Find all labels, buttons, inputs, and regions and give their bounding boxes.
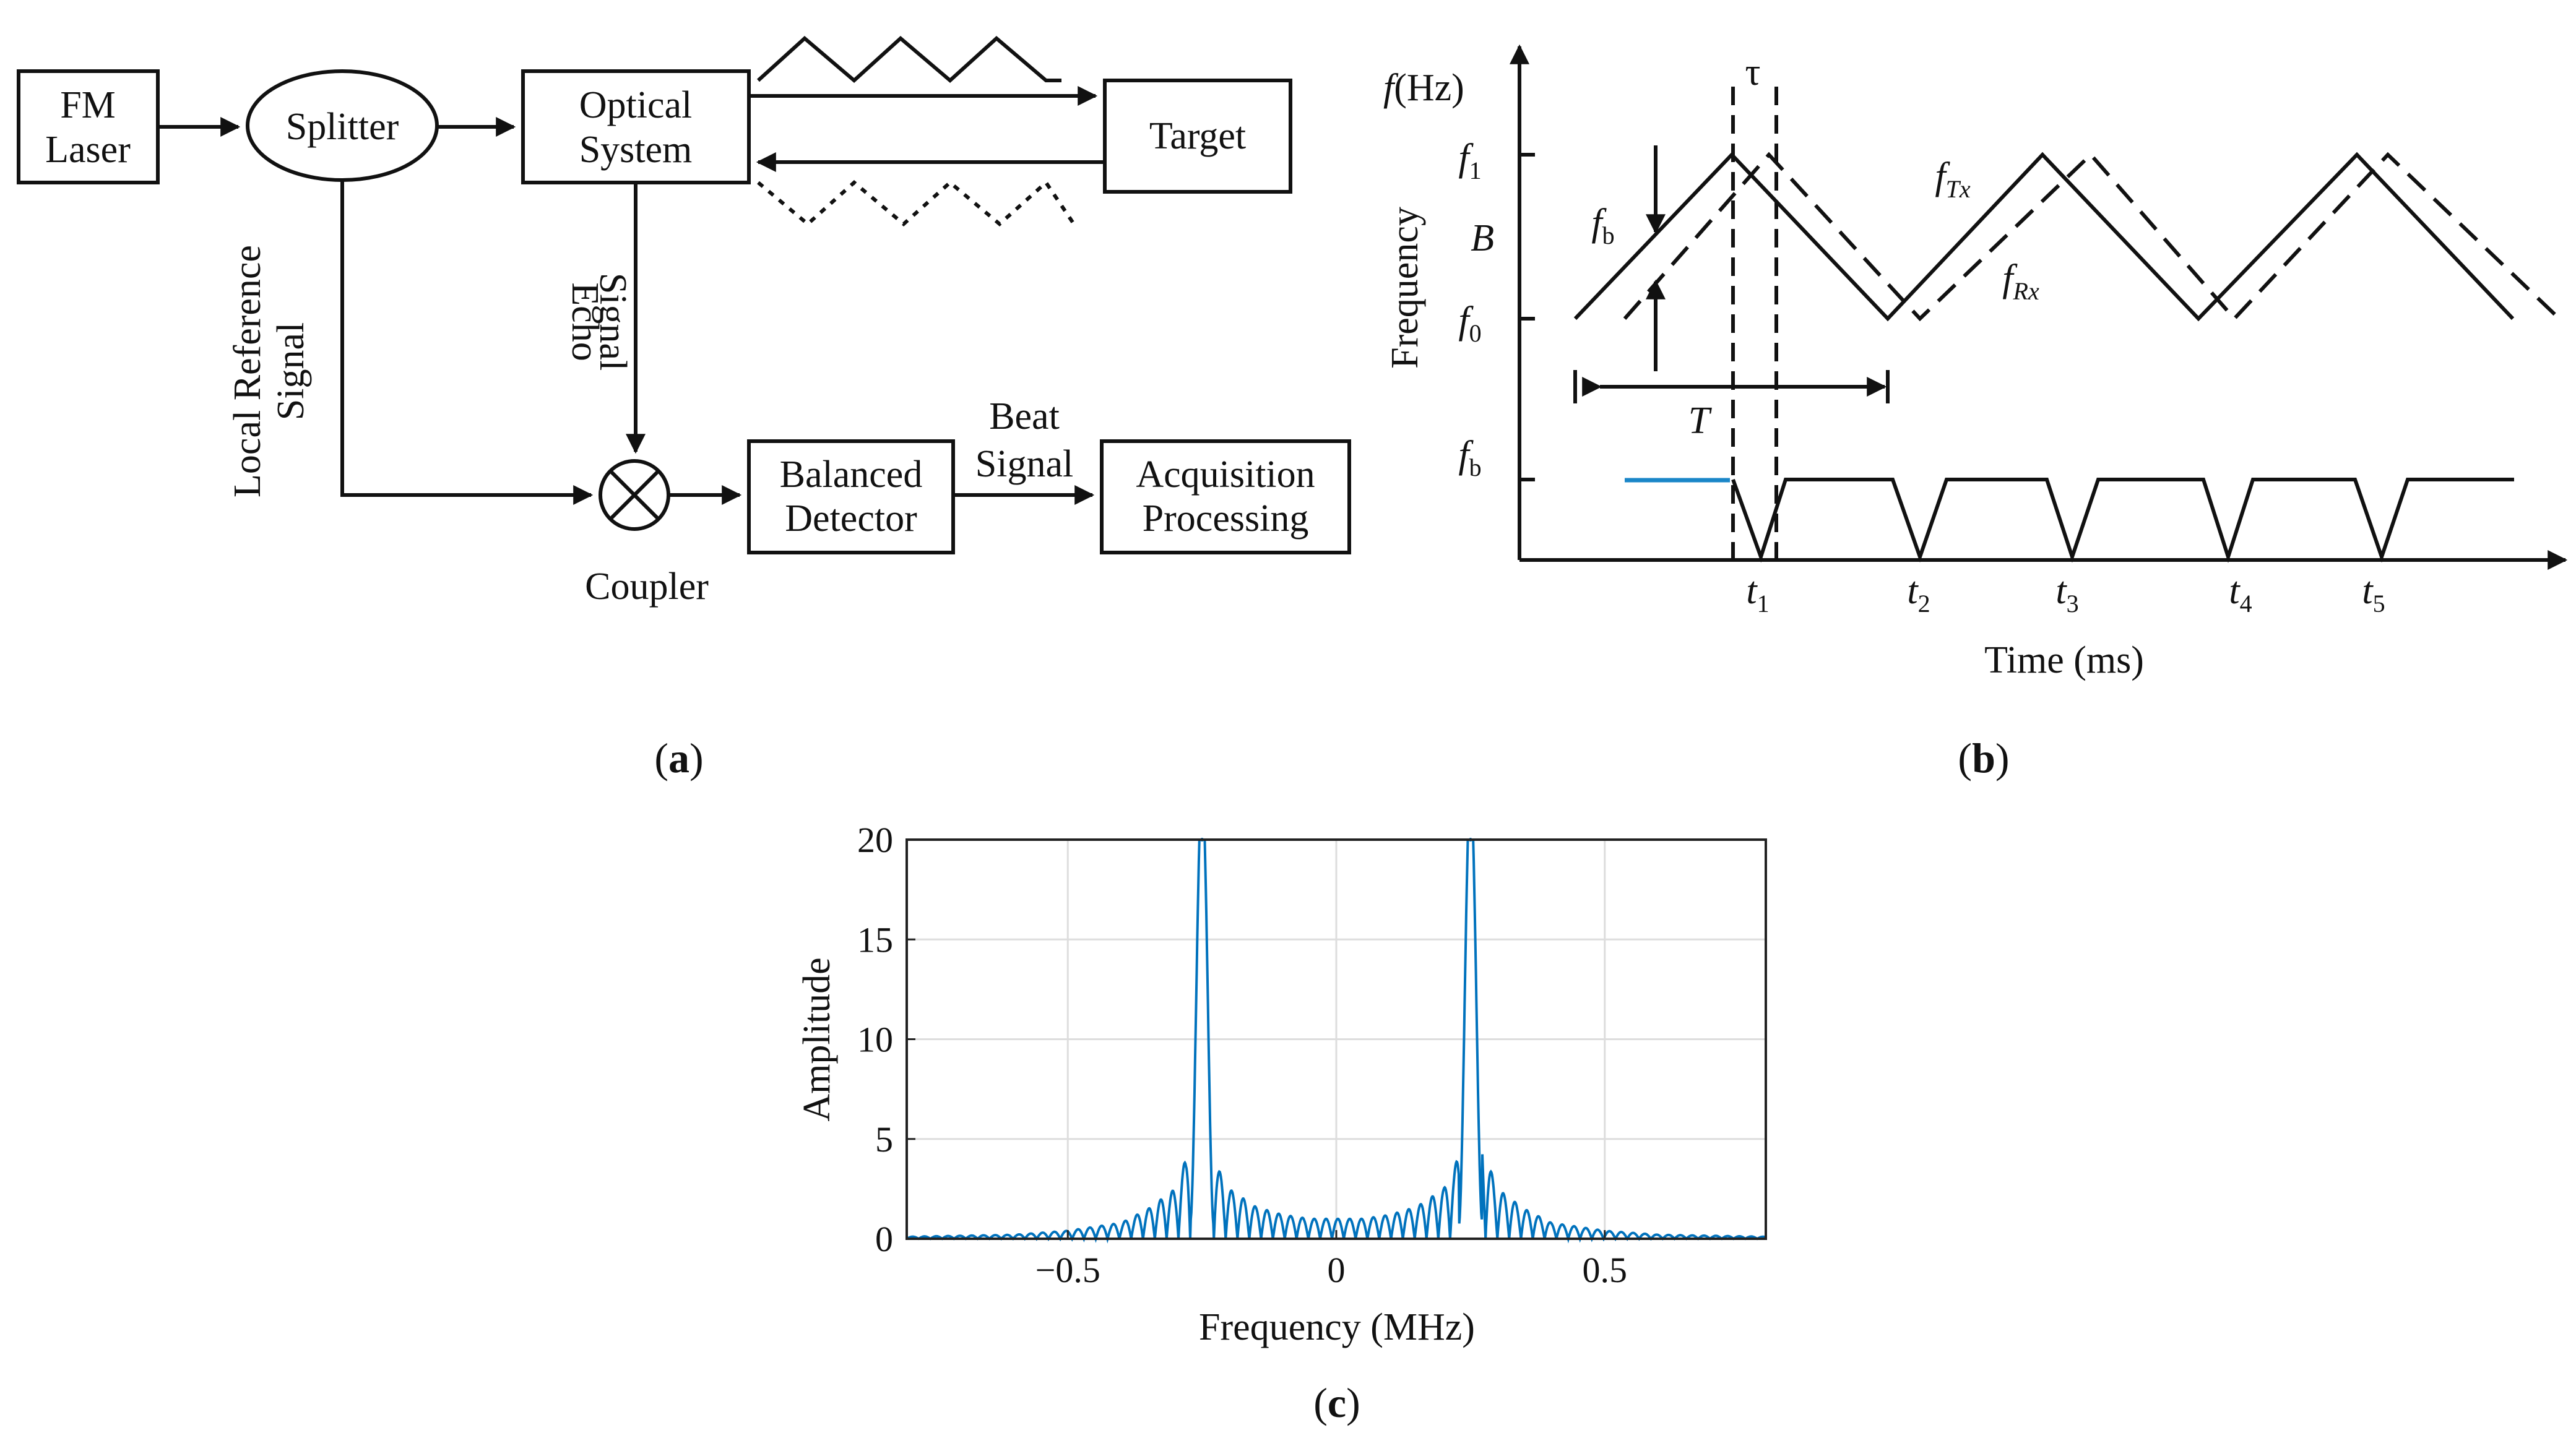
fm-laser-line1: FM — [60, 84, 116, 126]
echo-label-line1: Echo — [564, 282, 606, 361]
optical-system-line1: Optical — [579, 84, 693, 126]
balanced-detector-line1: Balanced — [780, 454, 923, 496]
caption-c-letter: c — [1328, 1379, 1346, 1426]
t4-sub: 4 — [2240, 590, 2252, 618]
t1-label: t1 — [1746, 570, 1769, 618]
panel-a: FM Laser Splitter Optical System Target … — [17, 36, 1351, 781]
caption-c: (c) — [1313, 1379, 1360, 1426]
acquisition-line2: Processing — [1143, 497, 1309, 540]
c-x-axis-label: Frequency (MHz) — [1199, 1306, 1475, 1348]
coupler-label: Coupler — [585, 566, 709, 608]
t5-base: t — [2362, 570, 2374, 612]
t5-label: t5 — [2362, 570, 2385, 618]
f1-sub: 1 — [1469, 157, 1482, 184]
panel-b: Frequency f(Hz) Time (ms) f1 B f0 fb fb … — [1383, 44, 2568, 781]
b-y-symbol: f(Hz) — [1383, 67, 1464, 109]
c-y-tick-label: 15 — [857, 919, 893, 960]
splitter-ellipse: Splitter — [246, 69, 439, 182]
caption-a: (a) — [654, 734, 703, 781]
target-block: Target — [1103, 79, 1292, 194]
t3-label: t3 — [2055, 570, 2078, 618]
fb-level-sub: b — [1469, 454, 1482, 481]
b-x-axis-label: Time (ms) — [1984, 639, 2144, 681]
fm-laser-block: FM Laser — [17, 69, 160, 184]
caption-a-letter: a — [668, 734, 689, 781]
fTx-sub: Tx — [1946, 175, 1971, 203]
f0-label: f0 — [1458, 299, 1481, 347]
caption-b: (b) — [1958, 734, 2009, 781]
return-waveform — [757, 179, 1076, 226]
beat-label-line1: Beat — [989, 395, 1060, 437]
receive-chirp — [1623, 152, 2561, 322]
fb-level-label: fb — [1458, 434, 1481, 481]
c-series-line — [906, 838, 1766, 1244]
arrow-reference-to-coupler — [340, 180, 594, 505]
beat-label-line2: Signal — [975, 443, 1073, 485]
balanced-detector-block: Balanced Detector — [747, 439, 955, 554]
c-x-tick-label: 0.5 — [1583, 1250, 1628, 1290]
tau-label: τ — [1745, 51, 1761, 93]
fm-laser-line2: Laser — [45, 129, 131, 171]
c-y-axis-label: Amplitude — [796, 957, 838, 1121]
beat-frequency-trace — [1731, 478, 2514, 563]
echo-label-line2: Signal — [592, 273, 634, 371]
acquisition-block: Acquisition Processing — [1100, 439, 1351, 554]
coupler-symbol — [599, 459, 670, 531]
fTx-label: fTx — [1935, 155, 1970, 203]
fRx-sub: Rx — [2013, 277, 2039, 305]
target-label: Target — [1149, 115, 1246, 157]
B-label: B — [1471, 217, 1494, 259]
t1-base: t — [1746, 570, 1758, 612]
fb-arrow-sub: b — [1602, 222, 1615, 249]
panel-c: −0.5 0 0.5 0 5 10 15 20 Frequency (MHz) Amplitu… — [796, 820, 1767, 1426]
acquisition-line1: Acquisition — [1136, 454, 1315, 496]
optical-system-line2: System — [579, 129, 693, 171]
t4-label: t4 — [2229, 570, 2252, 618]
t3-base: t — [2055, 570, 2067, 612]
c-grid — [907, 838, 1766, 1240]
t3-sub: 3 — [2067, 590, 2079, 618]
t2-label: t2 — [1907, 570, 1930, 618]
c-y-tick-label: 20 — [857, 820, 893, 860]
fRx-label: fRx — [2002, 257, 2039, 305]
period-label: T — [1688, 400, 1713, 442]
balanced-detector-line2: Detector — [785, 497, 917, 540]
c-y-tick-label: 10 — [857, 1020, 893, 1060]
t2-sub: 2 — [1918, 590, 1930, 618]
transmit-waveform — [756, 36, 1061, 83]
transmit-chirp — [1573, 152, 2515, 322]
b-y-unit: (Hz) — [1394, 67, 1464, 109]
t2-base: t — [1907, 570, 1919, 612]
f1-label: f1 — [1458, 137, 1481, 184]
c-y-tick-label: 5 — [875, 1119, 893, 1160]
local-reference-line1: Local Reference — [227, 245, 269, 497]
b-y-axis-label: Frequency — [1384, 207, 1426, 369]
splitter-label: Splitter — [286, 106, 399, 148]
c-ticks: −0.5 0 0.5 0 5 10 15 20 — [857, 820, 1627, 1290]
local-reference-line2: Signal — [270, 322, 312, 420]
t1-sub: 1 — [1757, 590, 1770, 618]
t4-base: t — [2229, 570, 2241, 612]
caption-b-letter: b — [1972, 734, 1995, 781]
fb-arrow-label: fb — [1591, 202, 1614, 249]
c-y-tick-label: 0 — [875, 1219, 893, 1259]
c-x-tick-label: 0 — [1328, 1250, 1346, 1290]
optical-system-block: Optical System — [521, 69, 751, 184]
t5-sub: 5 — [2373, 590, 2385, 618]
f0-sub: 0 — [1469, 319, 1482, 347]
c-x-tick-label: −0.5 — [1035, 1250, 1100, 1290]
